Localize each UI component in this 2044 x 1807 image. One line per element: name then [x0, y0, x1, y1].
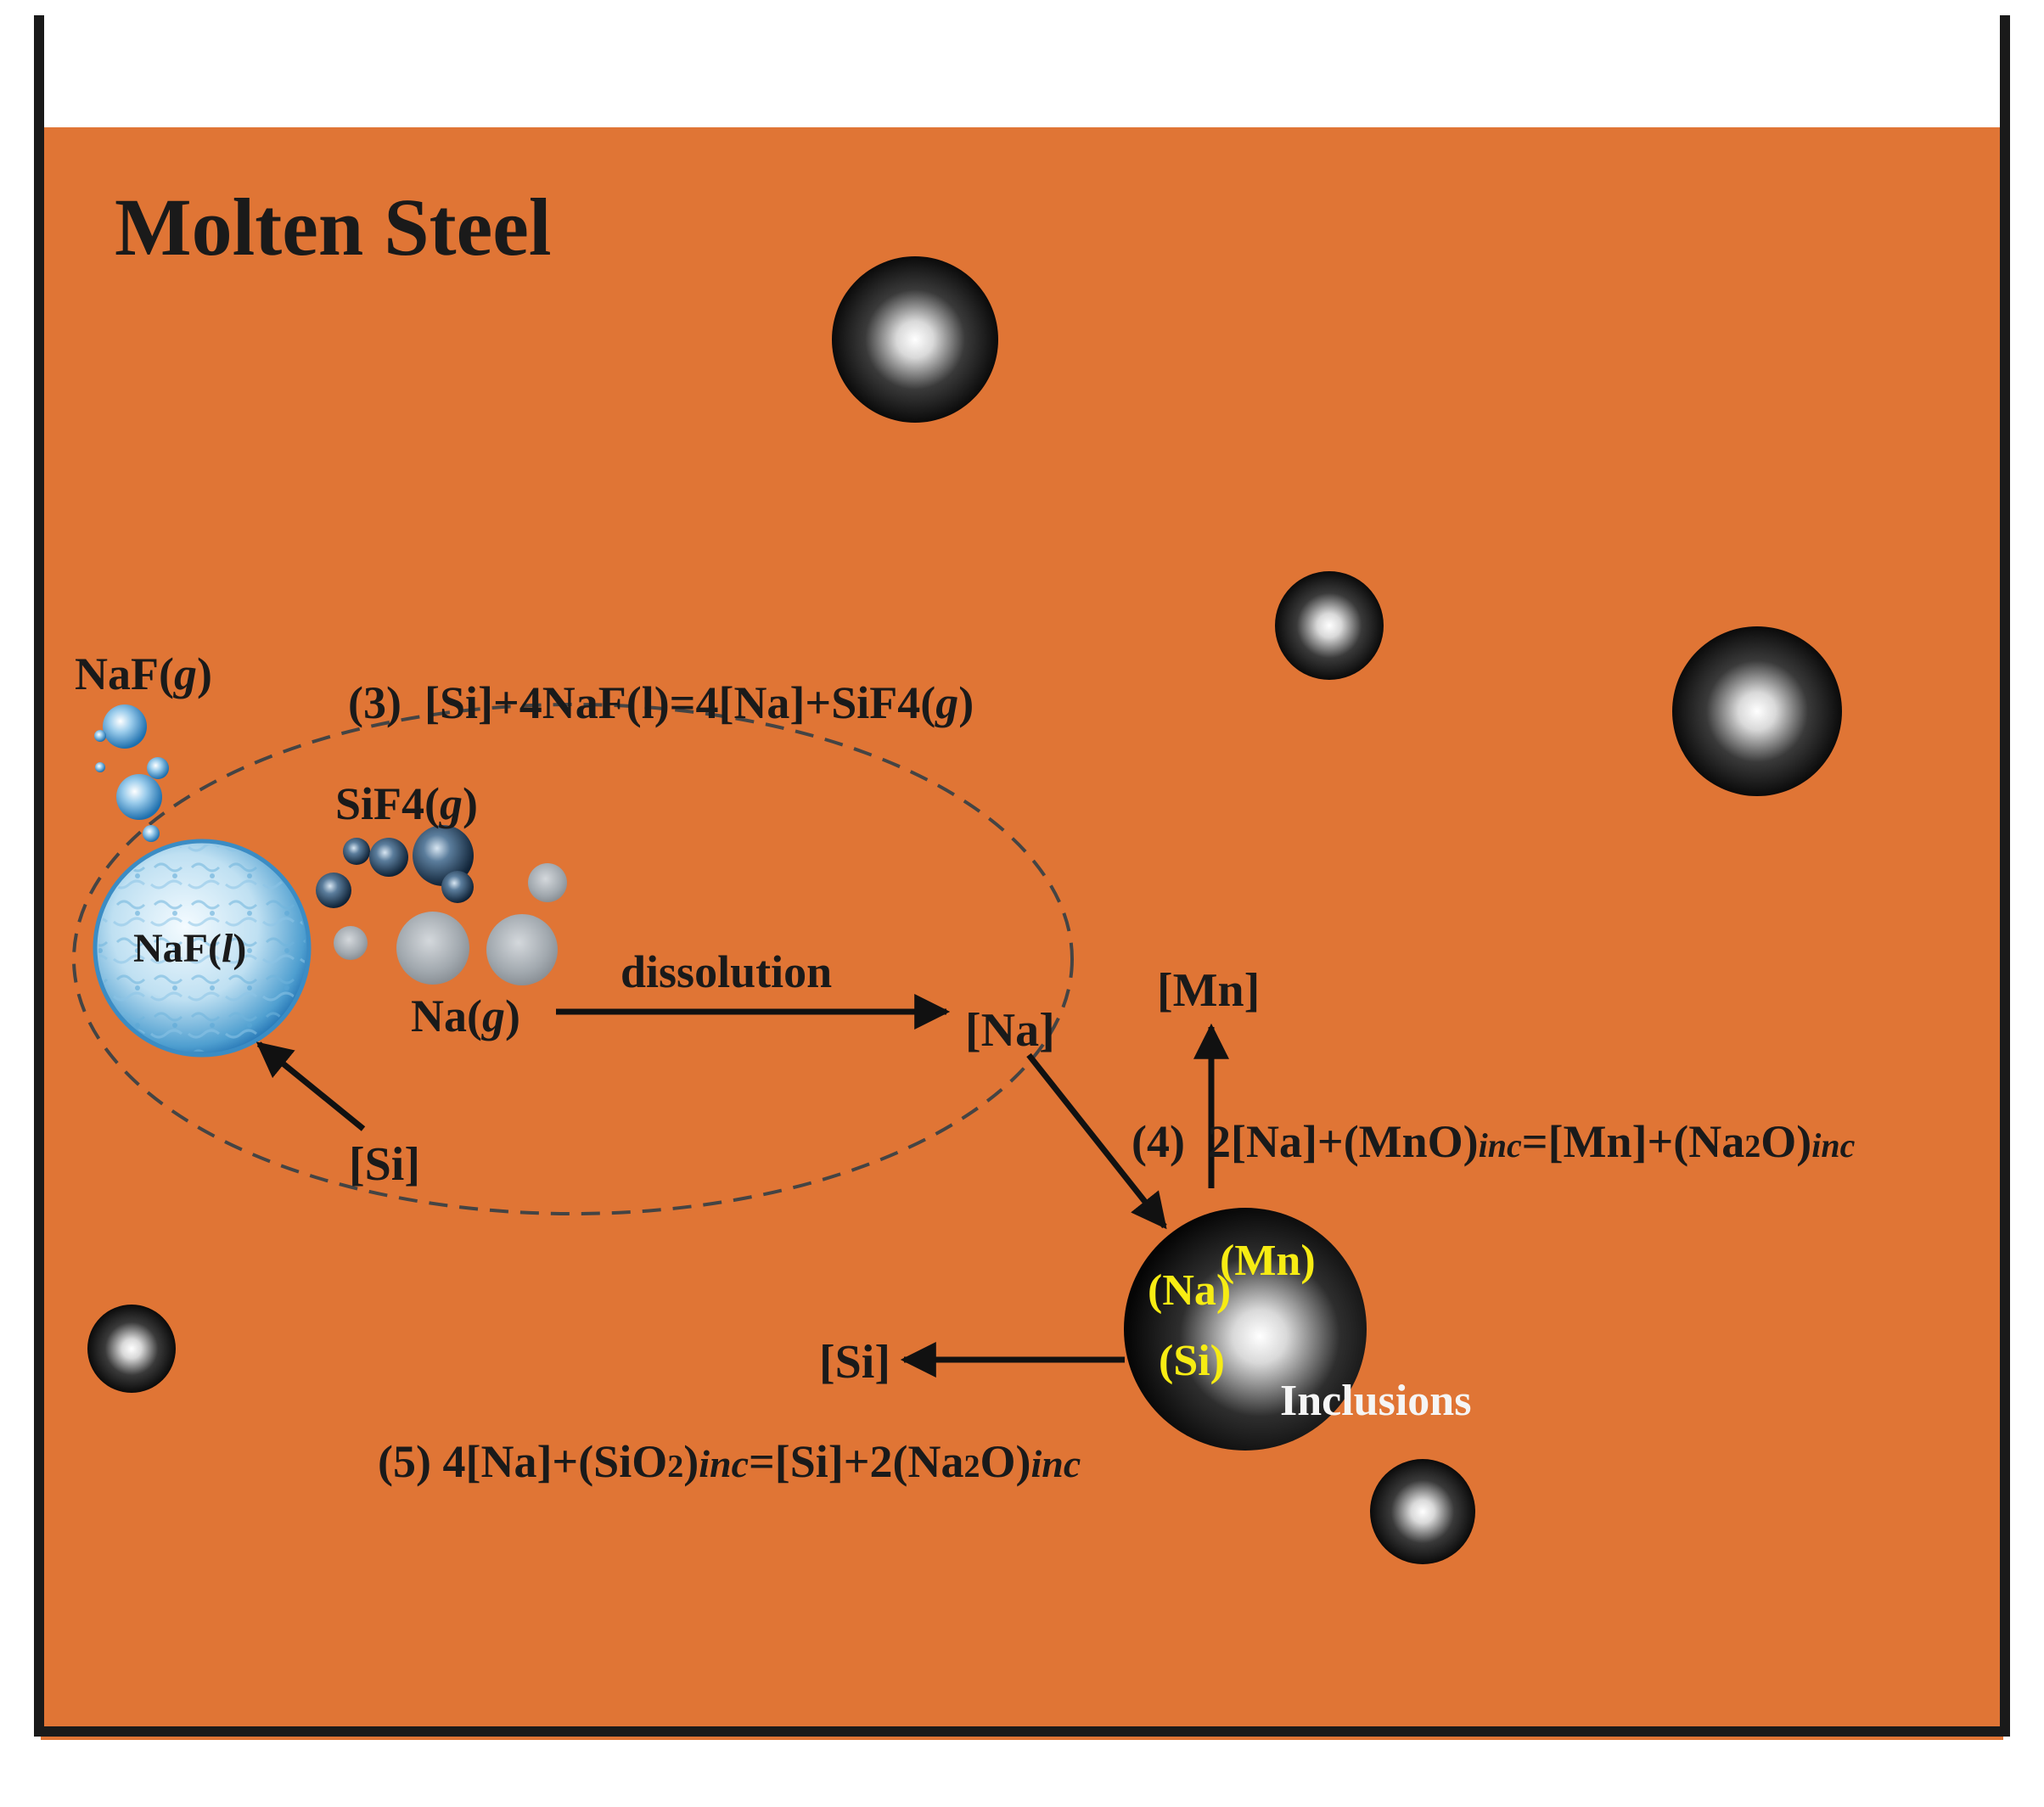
- reaction-5-equation: (5) 4[Na]+(SiO2)inc=[Si]+2(Na2O)inc: [378, 1436, 1081, 1487]
- large-inclusion-sphere-icon: [1124, 1208, 1367, 1451]
- gas-bubble-icon: [103, 704, 147, 749]
- na-gas-bubbles: [334, 863, 567, 985]
- crucible-wall: [34, 15, 2010, 1737]
- dissolution-label: dissolution: [620, 946, 832, 997]
- gas-bubble-icon: [143, 825, 160, 842]
- inclusion-na-label: (Na): [1148, 1266, 1231, 1315]
- inclusion-sphere-icon: [1370, 1459, 1475, 1564]
- gas-bubble-icon: [116, 774, 162, 820]
- gas-bubble-icon: [316, 873, 351, 908]
- naf-gas-bubbles: [94, 704, 169, 842]
- molten-steel-bath: [41, 127, 2003, 1740]
- gas-bubble-icon: [334, 926, 368, 960]
- na-to-inclusion-arrow: [1026, 1052, 1167, 1230]
- reaction-4-equation: (4) 2[Na]+(MnO)inc=[Mn]+(Na2O)inc: [1132, 1116, 1856, 1167]
- si-to-naf-arrow: [256, 1041, 366, 1131]
- gas-bubble-icon: [441, 871, 474, 903]
- inclusion-sphere-icon: [1275, 571, 1384, 680]
- inclusion-sphere-icon: [832, 256, 998, 423]
- naf-gas-label: NaF(g): [75, 648, 212, 699]
- inclusion-sphere-icon: [1672, 626, 1842, 796]
- gas-bubble-icon: [396, 912, 469, 985]
- gas-bubble-icon: [343, 838, 370, 865]
- gas-bubble-icon: [94, 730, 106, 742]
- na-gas-label: Na(g): [411, 990, 520, 1041]
- na-dissolved-label: [Na]: [965, 1004, 1055, 1057]
- naf-droplet-rim: [93, 839, 312, 1058]
- gas-bubble-icon: [95, 762, 105, 772]
- si-product-label: [Si]: [819, 1336, 890, 1389]
- sif4-gas-label: SiF4(g): [335, 778, 478, 829]
- gas-bubble-icon: [486, 914, 558, 985]
- naf-liquid-label: NaF(l): [133, 926, 246, 971]
- naf-liquid-texture: [98, 845, 306, 1052]
- gas-bubble-icon: [413, 825, 474, 886]
- mn-product-label: [Mn]: [1157, 964, 1260, 1017]
- reaction-zone-boundary: [72, 703, 1074, 1215]
- sif4-gas-bubbles: [316, 825, 474, 908]
- gas-bubble-icon: [369, 838, 408, 877]
- inclusion-sphere-icon: [87, 1305, 176, 1393]
- molten-steel-title: Molten Steel: [115, 182, 552, 272]
- inclusions-label: Inclusions: [1280, 1377, 1471, 1425]
- inclusion-mn-label: (Mn): [1220, 1237, 1316, 1285]
- gas-bubble-icon: [528, 863, 567, 902]
- reaction-3-equation: (3) [Si]+4NaF(l)=4[Na]+SiF4(g): [348, 677, 974, 728]
- inclusion-si-label: (Si): [1159, 1337, 1225, 1385]
- si-reactant-label: [Si]: [349, 1138, 420, 1191]
- gas-bubble-icon: [147, 757, 169, 779]
